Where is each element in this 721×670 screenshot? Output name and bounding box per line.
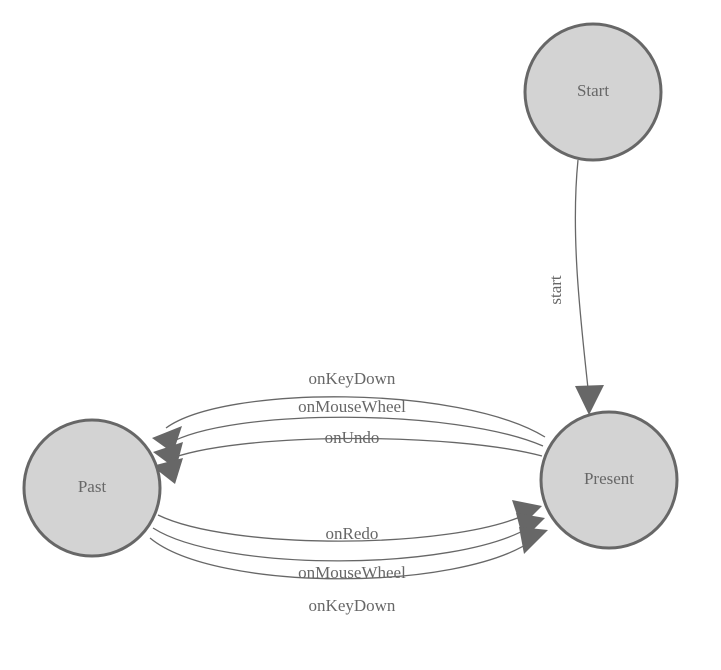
edge-present-to-past-onkeydown-path — [165, 396, 546, 438]
node-present-circle — [539, 410, 679, 550]
node-start[interactable]: Start — [523, 22, 663, 162]
edge-start-to-present-arrowhead — [575, 385, 604, 415]
node-past-label: Past — [78, 477, 107, 496]
edge-label-past-present-onkeydown: onKeyDown — [309, 596, 396, 615]
node-present-label: Present — [584, 469, 634, 488]
edge-past-to-present-onmousewheel-path — [152, 526, 531, 562]
node-past-circle — [22, 418, 162, 558]
edge-label-past-present-onredo: onRedo — [326, 524, 379, 543]
edge-label-start: start — [546, 275, 565, 305]
edge-past-to-present-onredo[interactable]: onRedo — [157, 500, 542, 543]
edge-start-to-present-path — [574, 159, 590, 399]
edge-past-to-present-onredo-path — [157, 513, 528, 542]
edge-start-to-present[interactable]: start — [546, 159, 604, 415]
node-start-circle — [523, 22, 663, 162]
node-start-label: Start — [577, 81, 609, 100]
edge-label-present-past-onundo: onUndo — [325, 428, 380, 447]
edge-present-to-past-onundo-path — [166, 437, 543, 461]
edge-present-to-past-onmousewheel-path — [167, 416, 544, 447]
edge-past-to-present-onkeydown-arrowhead — [519, 527, 548, 554]
edge-present-to-past-onundo[interactable]: onUndo — [152, 428, 543, 484]
edge-past-to-present-onkeydown-path — [149, 537, 534, 580]
edge-label-present-past-onmousewheel: onMouseWheel — [298, 397, 406, 416]
node-past[interactable]: Past — [22, 418, 162, 558]
edge-label-present-past-onkeydown: onKeyDown — [309, 369, 396, 388]
node-present[interactable]: Present — [539, 410, 679, 550]
edge-past-to-present-onkeydown[interactable]: onKeyDown — [149, 527, 548, 615]
edge-present-to-past-onundo-arrowhead — [152, 458, 183, 484]
